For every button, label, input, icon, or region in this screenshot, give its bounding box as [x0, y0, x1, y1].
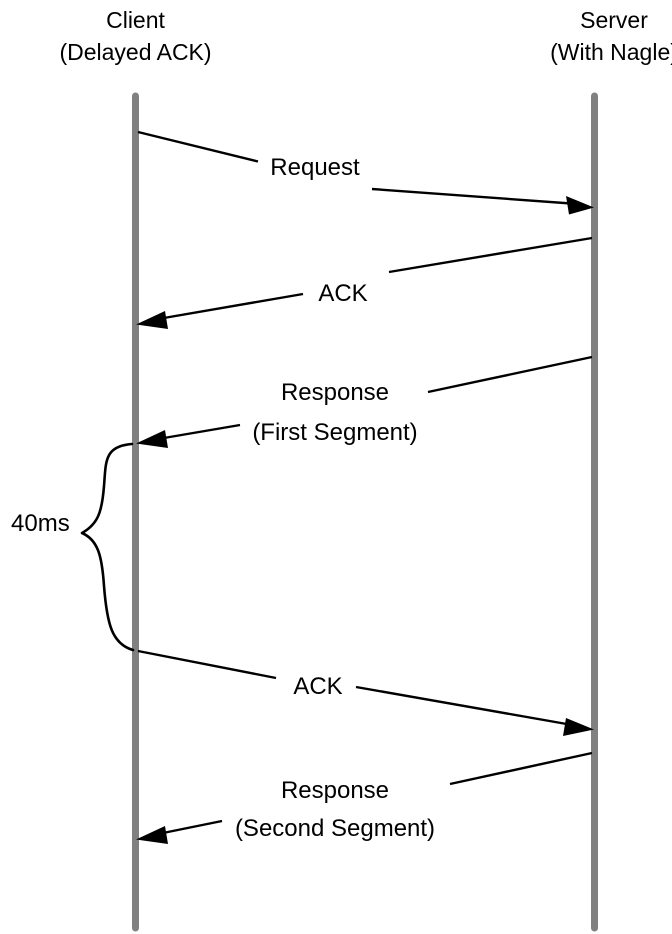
server-label: Server [580, 7, 648, 33]
message-ack-2-arrowhead [563, 718, 594, 736]
timer-label: 40ms [11, 510, 70, 537]
message-ack-1-label: ACK [318, 280, 367, 307]
client-sublabel: (Delayed ACK) [59, 39, 211, 65]
message-request: Request [137, 130, 594, 215]
timer-brace [80, 442, 135, 652]
message-response-first-line-right [427, 355, 593, 394]
message-request-label: Request [270, 154, 360, 181]
server-sublabel: (With Nagle) [550, 39, 672, 65]
message-response-first-sublabel: (First Segment) [252, 419, 417, 446]
message-ack-1-line-left [157, 292, 304, 321]
participant-header-client: Client (Delayed ACK) [59, 7, 211, 65]
message-response-second-arrowhead [136, 826, 168, 844]
message-response-first-label: Response [281, 379, 389, 406]
message-response-second-sublabel: (Second Segment) [235, 815, 435, 842]
message-response-second-line-left [157, 819, 223, 836]
message-ack-1-arrowhead [136, 311, 168, 329]
message-ack-1-line-right [388, 236, 593, 274]
message-response-second-label: Response [281, 777, 389, 804]
message-request-line-left [137, 130, 259, 163]
message-response-first-line-left [157, 423, 241, 441]
participant-header-server: Server (With Nagle) [550, 7, 672, 65]
message-request-line-right [371, 187, 579, 206]
message-response-second-segment: Response (Second Segment) [136, 751, 593, 844]
client-label: Client [106, 7, 165, 33]
message-ack-2-label: ACK [293, 673, 342, 700]
message-ack-2-line-right [355, 685, 579, 728]
message-ack-2-line-left [137, 649, 277, 680]
message-response-second-line-right [449, 751, 593, 786]
message-request-arrowhead [566, 196, 594, 215]
message-ack-1: ACK [136, 236, 593, 329]
message-response-first-segment: Response (First Segment) [136, 355, 593, 448]
message-ack-2: ACK [137, 649, 594, 736]
message-response-first-arrowhead [136, 430, 168, 448]
delayed-ack-timer-annotation: 40ms [11, 442, 135, 652]
